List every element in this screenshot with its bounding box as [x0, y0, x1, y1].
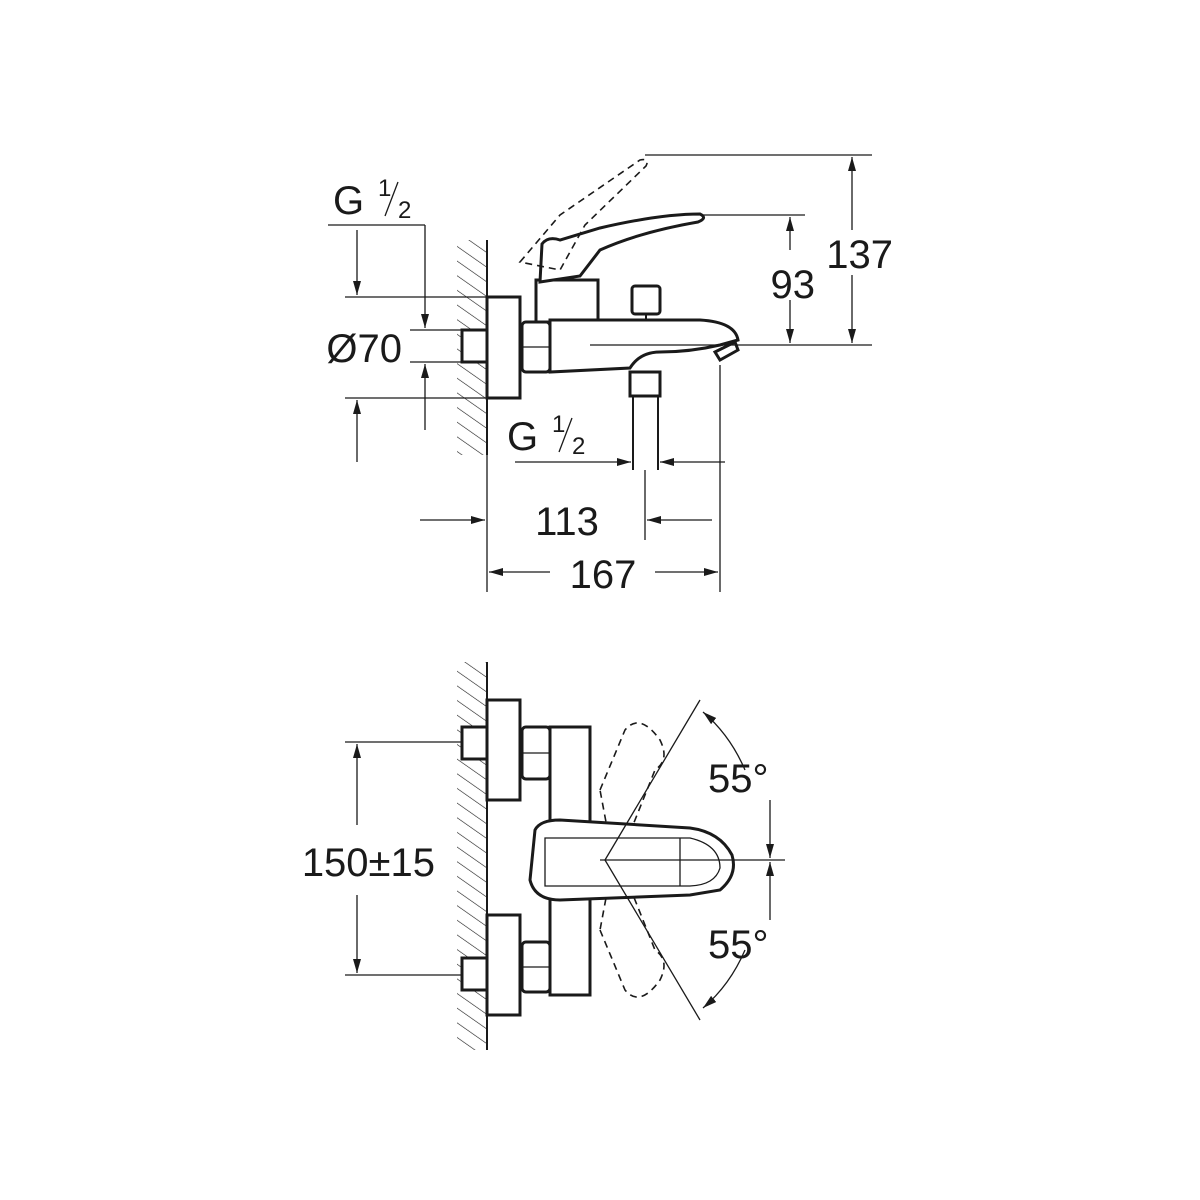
svg-text:G: G — [333, 179, 364, 223]
dim-167-label: 167 — [570, 553, 637, 597]
diverter-knob — [630, 284, 662, 316]
svg-text:1: 1 — [552, 411, 565, 438]
lever — [538, 212, 705, 284]
svg-text:G: G — [507, 415, 538, 459]
thread-outlet-label: G 1 2 — [507, 411, 585, 460]
spout-body — [548, 318, 740, 374]
lever-rotated-down-outline — [599, 847, 665, 998]
dim-137-label: 137 — [826, 233, 893, 277]
lever-rotated-up-outline — [599, 722, 665, 873]
side-view: 137 93 Ø70 G 1 2 G 1 2 — [326, 154, 893, 597]
wall-connector — [460, 328, 489, 364]
escutcheon-lower — [485, 913, 522, 1017]
escutcheon — [485, 295, 522, 400]
svg-text:1: 1 — [378, 175, 391, 202]
dim-diameter-label: Ø70 — [326, 327, 402, 371]
thread-left-label: G 1 2 — [333, 175, 411, 224]
svg-text:2: 2 — [398, 197, 411, 224]
lever-raised-outline — [518, 158, 648, 271]
dim-centers-label: 150±15 — [302, 841, 435, 885]
bath-outlet — [628, 370, 662, 398]
top-view: 55° 55° 150±15 — [302, 662, 785, 1050]
dim-113-label: 113 — [535, 500, 599, 544]
escutcheon-upper — [485, 698, 522, 802]
svg-text:2: 2 — [572, 433, 585, 460]
wall-connector-upper — [460, 725, 489, 761]
angle-lower-label: 55° — [708, 923, 769, 967]
cartridge-housing — [534, 278, 600, 324]
angle-upper-label: 55° — [708, 757, 769, 801]
dim-93-label: 93 — [771, 263, 816, 307]
wall-hatch — [457, 662, 487, 1050]
wall-connector-lower — [460, 956, 489, 992]
